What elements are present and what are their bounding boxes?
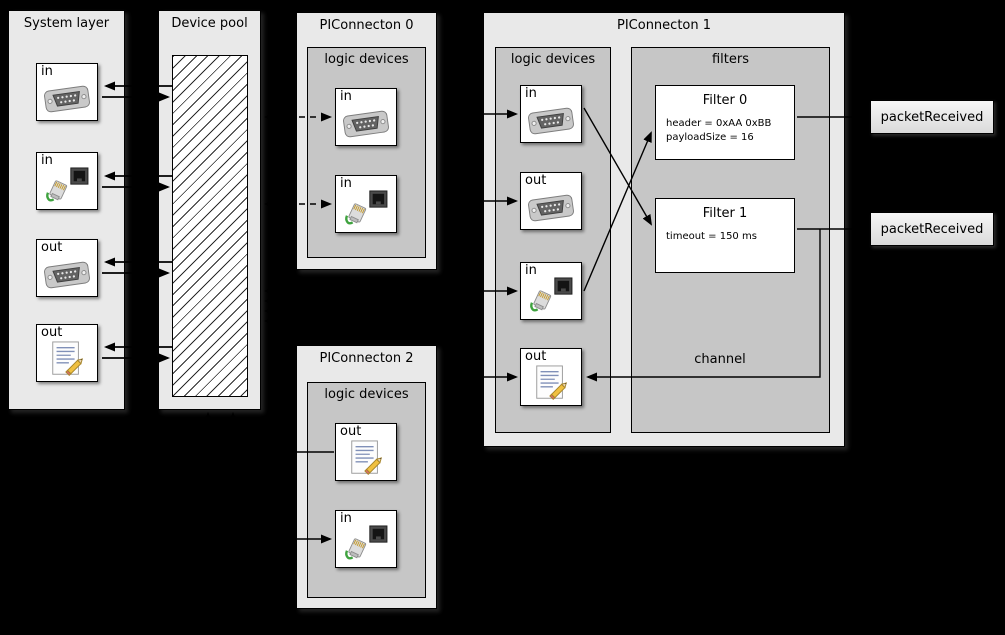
filter-1-param-timeout: timeout = 150 ms [666,231,757,242]
script-document-icon [530,365,572,403]
pic2-device-in-ethernet: in [335,510,397,568]
piconnecton-2-title: PIConnecton 2 [319,351,414,366]
device-label: in [525,263,537,278]
script-document-icon [345,440,387,478]
pic0-device-in-ethernet: in [335,175,397,233]
filters-group-title: filters [711,52,749,67]
filter-0-param-payload: payloadSize = 16 [666,132,754,143]
pic1-device-out-serial: out [520,172,582,230]
system-device-out-serial: out [36,239,98,297]
piconnecton-1-title: PIConnecton 1 [616,18,712,33]
device-label: in [525,86,537,101]
ethernet-connector-icon [343,190,389,230]
event-label: packetReceived [880,109,984,125]
pic2-device-out-document: out [335,423,397,481]
serial-connector-icon [528,189,574,227]
filter-0-box: Filter 0 header = 0xAA 0xBB payloadSize … [655,85,795,160]
device-label: out [41,240,63,255]
packet-received-event-0: packetReceived [870,100,994,134]
system-layer-title: System layer [23,16,110,31]
device-label: in [340,511,352,526]
pic1-device-in-ethernet: in [520,262,582,320]
serial-connector-icon [343,105,389,143]
pic1-device-in-serial: in [520,85,582,143]
packet-received-event-1: packetReceived [870,212,994,246]
filter-1-box: Filter 1 timeout = 150 ms [655,198,795,273]
event-label: packetReceived [880,221,984,237]
device-label: out [525,349,547,364]
serial-connector-icon [44,256,90,294]
filter-1-title: Filter 1 [702,206,748,221]
ethernet-connector-icon [44,167,90,207]
device-label: out [41,325,63,340]
channel-label: channel [694,352,746,367]
device-label: out [525,173,547,188]
logic-devices-group-title: logic devices [324,387,409,402]
logic-devices-group-title: logic devices [510,52,596,67]
serial-connector-icon [44,80,90,118]
device-label: in [340,89,352,104]
filter-0-title: Filter 0 [702,93,748,108]
piconnecton-0-title: PIConnecton 0 [319,18,414,33]
ethernet-connector-icon [343,525,389,565]
pic1-device-out-document: out [520,348,582,406]
device-label: in [340,176,352,191]
device-label: in [41,153,53,168]
device-label: in [41,64,53,79]
serial-connector-icon [528,102,574,140]
device-pool-hatch [172,55,248,397]
script-document-icon [46,341,88,379]
ethernet-connector-icon [528,277,574,317]
device-label: out [340,424,362,439]
pic0-device-in-serial: in [335,88,397,146]
system-device-in-ethernet: in [36,152,98,210]
logic-devices-group-title: logic devices [324,52,409,67]
system-device-out-document: out [36,324,98,382]
filter-0-param-header: header = 0xAA 0xBB [666,118,772,129]
device-pool-title: Device pool [171,16,248,31]
system-device-in-serial: in [36,63,98,121]
